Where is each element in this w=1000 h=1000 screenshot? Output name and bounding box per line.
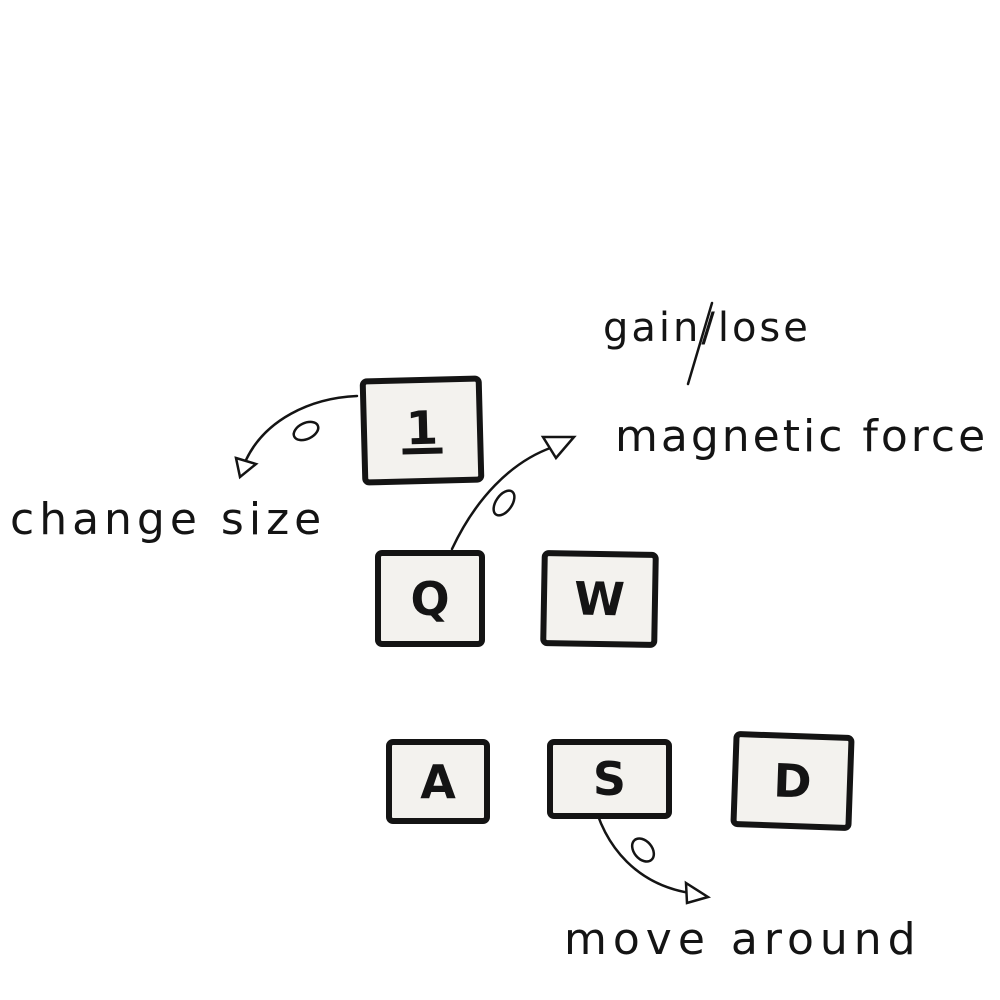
key-q: Q (375, 550, 485, 647)
gain-lose-label: gain/lose (603, 305, 811, 351)
key-q-label: Q (410, 571, 450, 626)
key-1: 1 (359, 375, 485, 486)
key-w-label: W (573, 571, 626, 627)
key-s: S (547, 739, 672, 819)
key-w: W (540, 549, 659, 649)
key-1-label: 1 (401, 400, 443, 455)
move-around-label: move around (564, 914, 922, 965)
key-a-label: A (420, 754, 456, 809)
slash-mark (686, 301, 714, 386)
key-a: A (386, 739, 490, 824)
arrow-change-size (234, 394, 359, 480)
key-s-label: S (592, 752, 627, 806)
magnetic-force-label: magnetic force (615, 411, 989, 462)
change-size-label: change size (10, 494, 327, 545)
arrow-magnetic-force (450, 435, 577, 551)
key-d-label: D (772, 753, 813, 809)
key-d: D (730, 730, 855, 832)
